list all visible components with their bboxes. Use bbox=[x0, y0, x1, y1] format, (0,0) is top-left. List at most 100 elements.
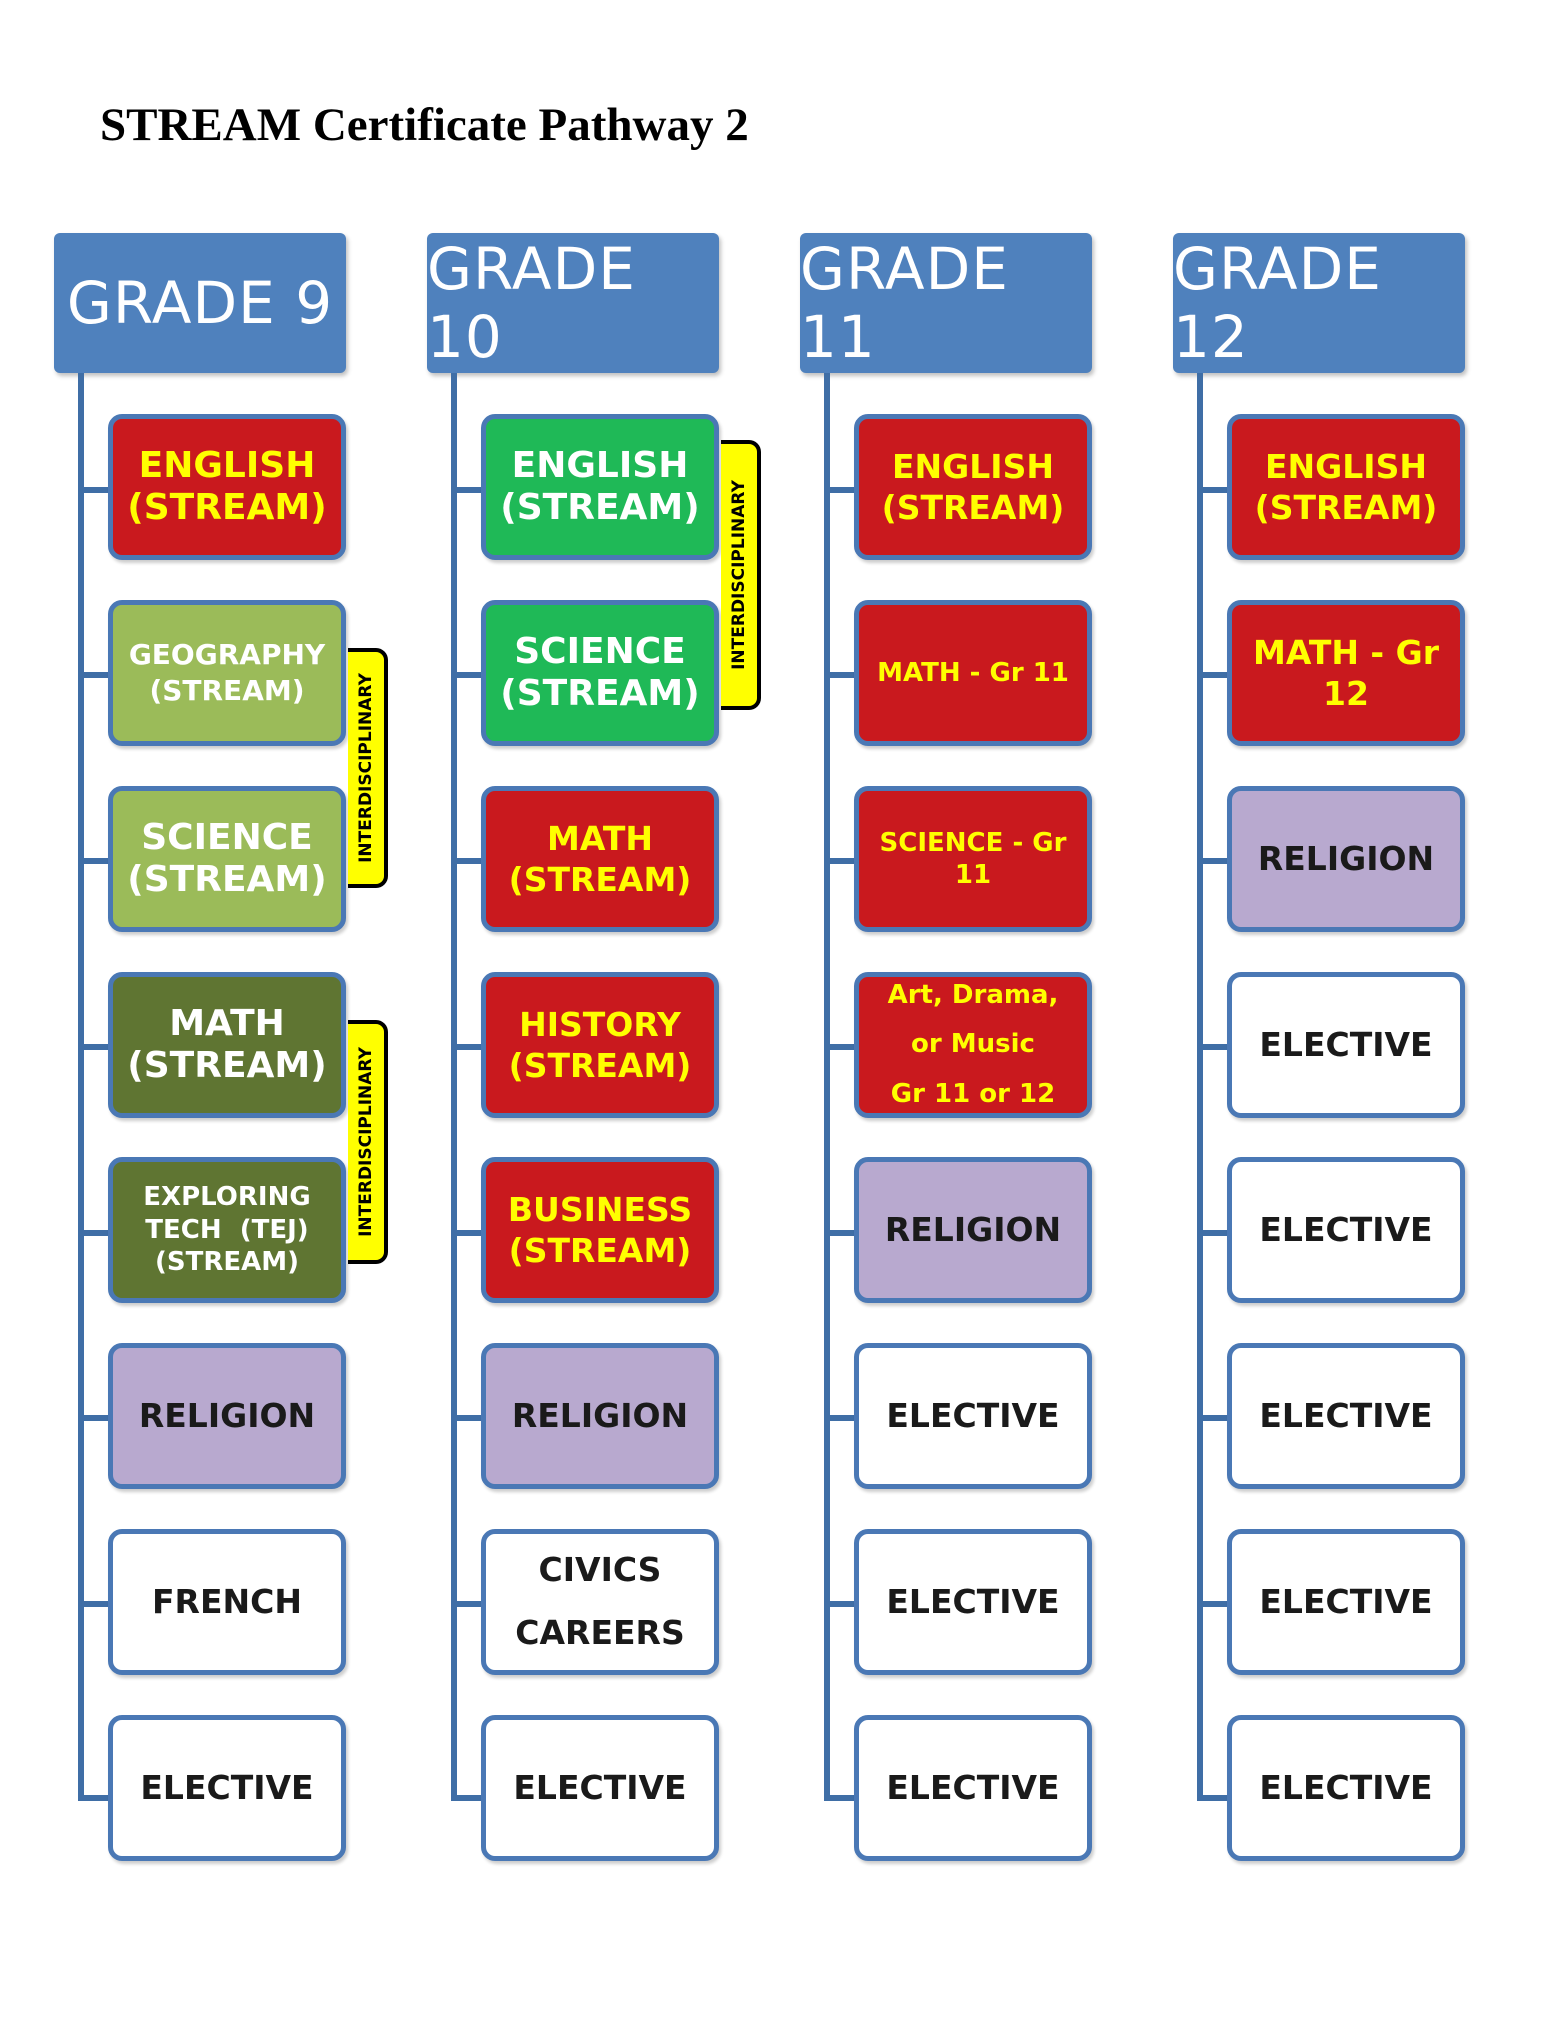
connector-tick bbox=[1197, 1415, 1227, 1421]
connector-tick bbox=[451, 487, 481, 493]
connector-tick bbox=[1197, 487, 1227, 493]
interdisciplinary-bracket-g9-math-tech: INTERDISCIPLINARY bbox=[348, 1020, 388, 1264]
connector-tick bbox=[1197, 1044, 1227, 1050]
course-label-line: (STREAM) bbox=[881, 488, 1065, 527]
course-label-line: BUSINESS bbox=[507, 1189, 693, 1229]
course-label-line: ELECTIVE bbox=[513, 1768, 687, 1808]
course-g9-geography: GEOGRAPHY(STREAM) bbox=[108, 600, 346, 746]
connector-tick bbox=[78, 672, 108, 678]
grade-9-connector bbox=[78, 373, 84, 1798]
connector-tick bbox=[451, 1601, 481, 1607]
page-title: STREAM Certificate Pathway 2 bbox=[100, 99, 749, 151]
grade-11-header: GRADE 11 bbox=[800, 233, 1092, 373]
course-g10-elective: ELECTIVE bbox=[481, 1715, 719, 1861]
grade-10-connector bbox=[451, 373, 457, 1798]
course-label-line: SCIENCE bbox=[514, 630, 686, 672]
course-label-line: ELECTIVE bbox=[140, 1768, 314, 1808]
course-label-line: (STREAM) bbox=[500, 673, 700, 714]
course-g10-civics-careers: CIVICS CAREERS bbox=[481, 1529, 719, 1675]
course-g12-elective-1: ELECTIVE bbox=[1227, 972, 1465, 1118]
course-label-line: RELIGION bbox=[884, 1210, 1062, 1250]
course-g10-math: MATH(STREAM) bbox=[481, 786, 719, 932]
course-label-line: RELIGION bbox=[1257, 839, 1435, 879]
course-g11-elective-3: ELECTIVE bbox=[854, 1715, 1092, 1861]
course-g11-science: SCIENCE - Gr 11 bbox=[854, 786, 1092, 932]
grade-12-connector bbox=[1197, 373, 1203, 1798]
connector-tick bbox=[78, 1415, 108, 1421]
course-label-line: (STREAM) bbox=[500, 487, 700, 528]
course-label-line: ENGLISH bbox=[511, 444, 689, 486]
course-g11-religion: RELIGION bbox=[854, 1157, 1092, 1303]
course-label-line: MATH - Gr 12 bbox=[1253, 632, 1439, 713]
course-label-line: ELECTIVE bbox=[1259, 1582, 1433, 1622]
course-label-line: Art, Drama, bbox=[887, 979, 1059, 1010]
course-label-line: (STREAM) bbox=[508, 860, 692, 899]
connector-tick bbox=[1197, 672, 1227, 678]
course-g12-religion: RELIGION bbox=[1227, 786, 1465, 932]
connector-tick bbox=[78, 1795, 108, 1801]
course-label-line: RELIGION bbox=[138, 1396, 316, 1436]
connector-tick bbox=[824, 1415, 854, 1421]
course-g9-science: SCIENCE(STREAM) bbox=[108, 786, 346, 932]
course-g10-science: SCIENCE(STREAM) bbox=[481, 600, 719, 746]
course-label-line: Gr 11 or 12 bbox=[890, 1078, 1056, 1109]
course-label-line: ELECTIVE bbox=[886, 1396, 1060, 1436]
connector-tick bbox=[1197, 1230, 1227, 1236]
course-g9-elective: ELECTIVE bbox=[108, 1715, 346, 1861]
course-g10-history: HISTORY(STREAM) bbox=[481, 972, 719, 1118]
course-label-line: MATH - Gr 11 bbox=[877, 657, 1069, 688]
course-g11-math: MATH - Gr 11 bbox=[854, 600, 1092, 746]
course-g11-elective-2: ELECTIVE bbox=[854, 1529, 1092, 1675]
course-g12-math: MATH - Gr 12 bbox=[1227, 600, 1465, 746]
course-label-line: (STREAM) bbox=[1254, 488, 1438, 527]
connector-tick bbox=[824, 1795, 854, 1801]
course-label-line: (STREAM) bbox=[508, 1231, 692, 1270]
grade-11-connector bbox=[824, 373, 830, 1798]
course-label-line: CAREERS bbox=[515, 1613, 685, 1652]
course-label-line: ELECTIVE bbox=[1259, 1210, 1433, 1250]
course-g12-elective-4: ELECTIVE bbox=[1227, 1529, 1465, 1675]
course-g12-elective-3: ELECTIVE bbox=[1227, 1343, 1465, 1489]
course-label-line: GEOGRAPHY bbox=[128, 637, 326, 671]
course-label-line: SCIENCE - Gr 11 bbox=[879, 827, 1067, 891]
course-label-line: ELECTIVE bbox=[886, 1582, 1060, 1622]
connector-tick bbox=[451, 858, 481, 864]
course-g10-business: BUSINESS(STREAM) bbox=[481, 1157, 719, 1303]
connector-tick bbox=[78, 858, 108, 864]
course-g9-math: MATH(STREAM) bbox=[108, 972, 346, 1118]
interdisciplinary-bracket-g9-geo-sci: INTERDISCIPLINARY bbox=[348, 648, 388, 888]
course-label-line: ENGLISH bbox=[1265, 446, 1427, 486]
course-label-line: FRENCH bbox=[152, 1582, 302, 1622]
course-g12-english: ENGLISH(STREAM) bbox=[1227, 414, 1465, 560]
connector-tick bbox=[824, 487, 854, 493]
course-g11-english: ENGLISH(STREAM) bbox=[854, 414, 1092, 560]
grade-10-header: GRADE 10 bbox=[427, 233, 719, 373]
course-label-line: ENGLISH bbox=[138, 444, 316, 486]
course-g9-french: FRENCH bbox=[108, 1529, 346, 1675]
course-label-line: HISTORY bbox=[519, 1004, 681, 1044]
connector-tick bbox=[78, 1230, 108, 1236]
connector-tick bbox=[824, 1601, 854, 1607]
grade-9-header: GRADE 9 bbox=[54, 233, 346, 373]
bracket-label: INTERDISCIPLINARY bbox=[356, 1047, 376, 1237]
course-label-line: (STREAM) bbox=[127, 859, 327, 900]
course-label-line: RELIGION bbox=[511, 1396, 689, 1436]
connector-tick bbox=[824, 1044, 854, 1050]
connector-tick bbox=[451, 1230, 481, 1236]
course-label-line: (STREAM) bbox=[149, 674, 305, 707]
course-g12-elective-2: ELECTIVE bbox=[1227, 1157, 1465, 1303]
course-label-line: (STREAM) bbox=[154, 1247, 299, 1278]
connector-tick bbox=[1197, 858, 1227, 864]
course-label-line: CIVICS bbox=[538, 1550, 662, 1590]
connector-tick bbox=[451, 1415, 481, 1421]
course-label-line: ELECTIVE bbox=[1259, 1768, 1433, 1808]
course-g10-religion: RELIGION bbox=[481, 1343, 719, 1489]
course-g9-english: ENGLISH(STREAM) bbox=[108, 414, 346, 560]
connector-tick bbox=[78, 1044, 108, 1050]
course-label-line: MATH bbox=[169, 1002, 285, 1044]
connector-tick bbox=[451, 1044, 481, 1050]
connector-tick bbox=[451, 1795, 481, 1801]
connector-tick bbox=[78, 1601, 108, 1607]
